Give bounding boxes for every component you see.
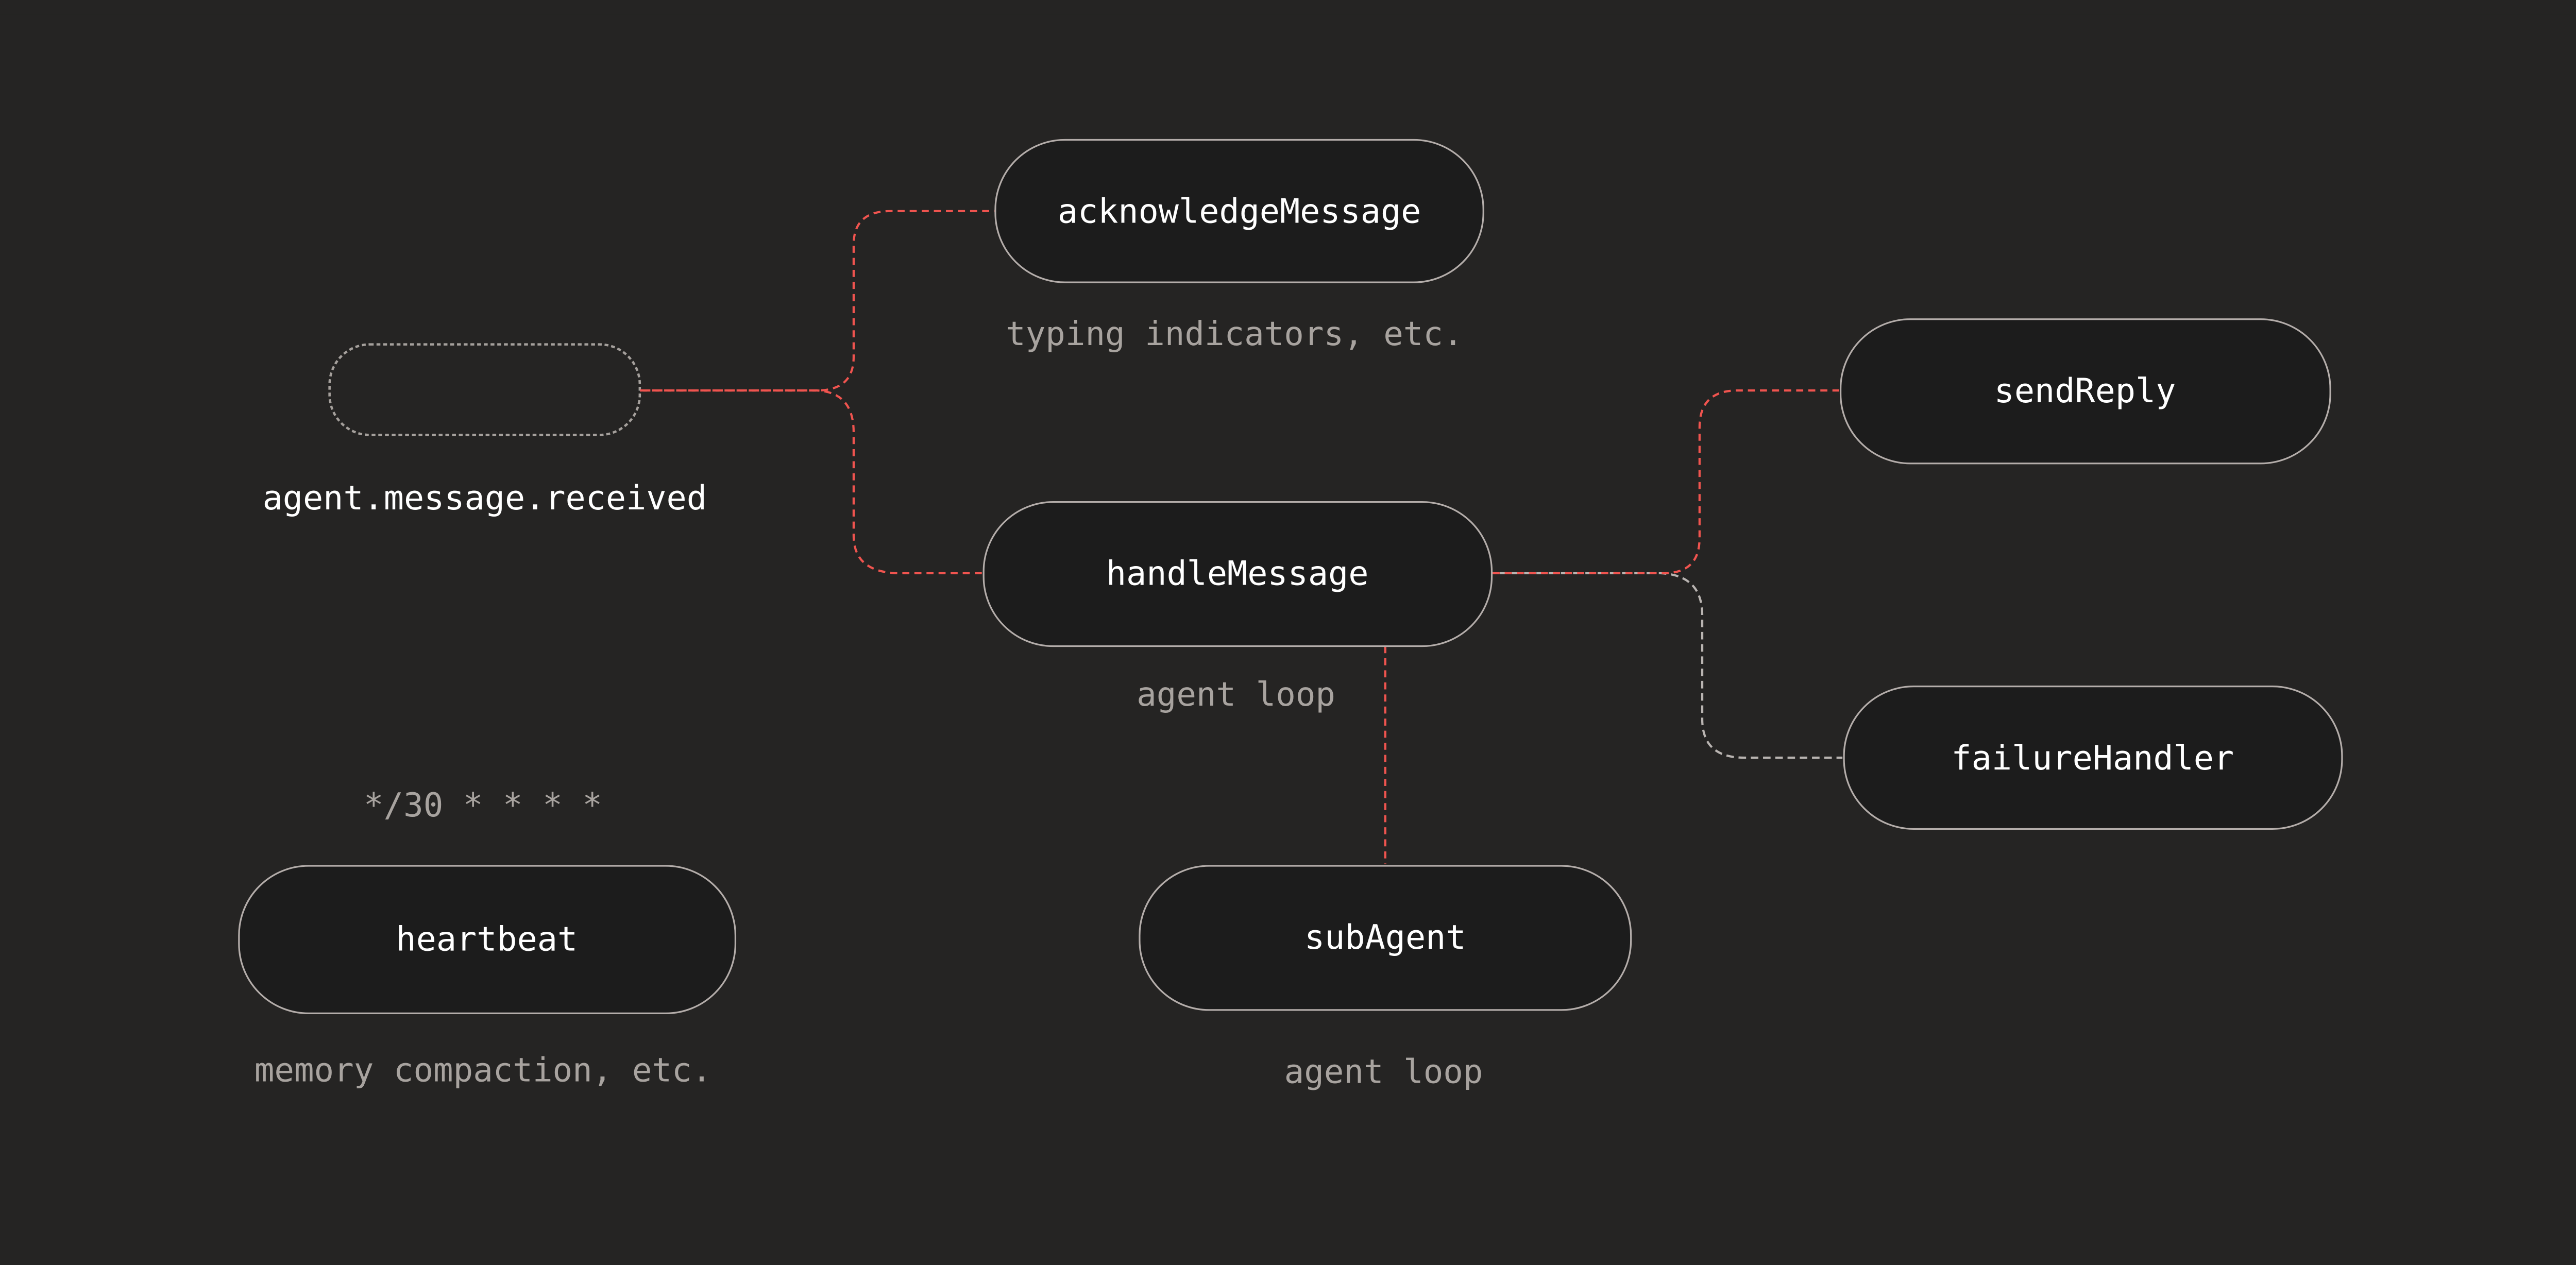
node-trigger-ghost [328,343,641,436]
edge-handleMessage-to-failureHandler [1493,572,1843,759]
edge-trigger-to-handleMessage [640,389,982,574]
node-sendReply: sendReply [1839,317,2331,464]
heartbeat-caption: memory compaction, etc. [254,1051,712,1090]
node-label: sendReply [1994,370,2176,411]
trigger-event-caption: agent.message.received [262,476,707,517]
edge-handleMessage-to-sendReply [1493,389,1839,574]
node-subAgent: subAgent [1139,864,1632,1011]
node-heartbeat: heartbeat [237,864,737,1013]
node-label: failureHandler [1951,737,2234,777]
edge-trigger-to-acknowledgeMessage [640,210,995,391]
node-handleMessage: handleMessage [982,500,1493,646]
node-label: handleMessage [1106,553,1369,593]
node-failureHandler: failureHandler [1842,684,2343,830]
node-label: heartbeat [396,918,578,959]
node-acknowledgeMessage: acknowledgeMessage [994,139,1484,283]
node-label: acknowledgeMessage [1057,191,1421,231]
heartbeat-cron-schedule: */30 * * * * [363,785,603,825]
acknowledgeMessage-caption: typing indicators, etc. [1006,315,1463,354]
handleMessage-caption: agent loop [1137,675,1336,714]
edges-layer [328,210,1843,864]
flow-diagram-canvas: acknowledgeMessage handleMessage sendRep… [0,14,2576,1251]
node-label: subAgent [1304,917,1466,958]
subAgent-caption: agent loop [1284,1052,1483,1091]
